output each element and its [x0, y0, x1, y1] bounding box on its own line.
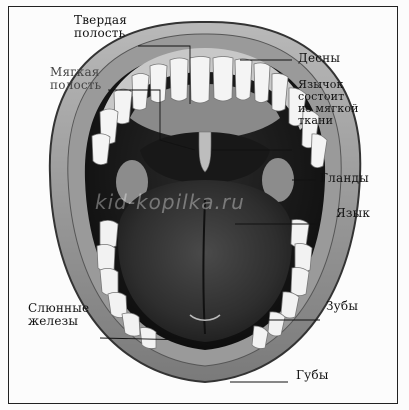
watermark: kid-kopilka.ru [95, 190, 245, 214]
label-tongue: Язык [336, 207, 370, 220]
label-soft-palate: Мягкая полость [50, 66, 101, 92]
label-gums: Десны [298, 52, 340, 65]
label-uvula: Язычок состоит из мягкой ткани [298, 79, 359, 127]
label-salivary-glands: Слюнные железы [28, 302, 89, 328]
label-lips: Губы [296, 369, 329, 382]
label-hard-palate: Твердая полость [74, 14, 127, 40]
label-teeth: Зубы [326, 300, 358, 313]
label-tonsils: Гланды [320, 172, 369, 185]
